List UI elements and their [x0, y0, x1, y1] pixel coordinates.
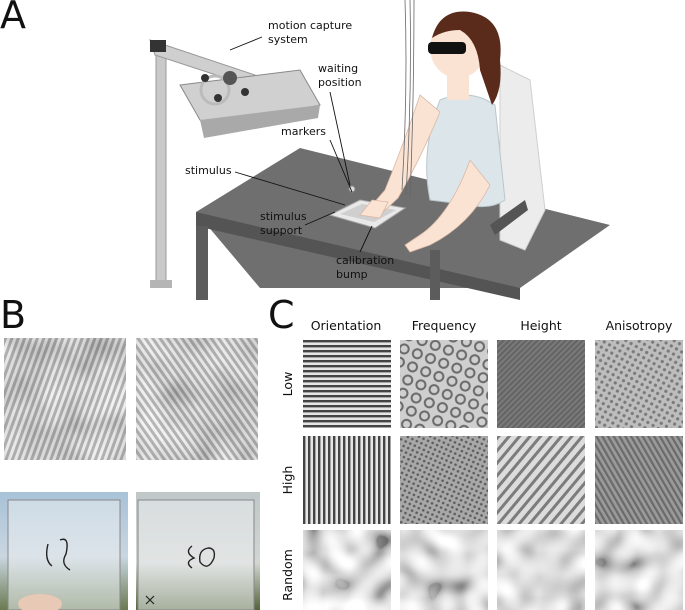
- blindfold: [428, 42, 466, 54]
- row-header-low: Low: [280, 371, 295, 397]
- texture-frequency-random: [400, 530, 488, 610]
- callout-markers: markers: [281, 125, 326, 138]
- hand-on-stimulus: [359, 199, 389, 219]
- panel-a-label: A: [0, 0, 26, 37]
- texture-height-high: [497, 436, 585, 524]
- texture-anisotropy-random: [595, 530, 683, 610]
- texture-anisotropy-low: [595, 340, 683, 428]
- marker-number-1: [45, 538, 71, 571]
- marker-number-2: [187, 545, 216, 569]
- callout-calibration-bump: calibration bump: [336, 254, 395, 281]
- row-header-high: High: [280, 465, 295, 495]
- camera-knob: [223, 71, 237, 85]
- desk-top: [196, 148, 610, 288]
- setup-illustration: [149, 0, 610, 300]
- arm-right: [404, 159, 491, 253]
- panel-c-label: C: [268, 293, 295, 337]
- hair: [432, 11, 501, 105]
- desk-leg-right: [430, 250, 440, 300]
- column-header-anisotropy: Anisotropy: [605, 318, 673, 333]
- column-header-frequency: Frequency: [411, 318, 477, 333]
- texture-frequency-high: [400, 436, 488, 524]
- stimulus-glass-photo-2: [136, 492, 260, 610]
- desk-leg-left: [196, 226, 208, 300]
- texture-orientation-random: [303, 530, 391, 610]
- texture-orientation-high: [303, 436, 391, 524]
- texture-orientation-low: [303, 340, 391, 428]
- camera-bar-edge: [200, 105, 320, 138]
- texture-height-random: [497, 530, 585, 610]
- callout-stimulus: stimulus: [185, 164, 232, 177]
- row-header-random: Random: [280, 549, 295, 601]
- stand-clamp: [150, 40, 166, 52]
- stand-pole: [155, 54, 167, 286]
- stand-base: [150, 280, 172, 288]
- texture-anisotropy-high: [595, 436, 683, 524]
- texture-frequency-low: [400, 340, 488, 428]
- panel-b-label: B: [0, 293, 27, 337]
- stimulus-photo-1: [4, 338, 126, 460]
- chair-back: [499, 64, 546, 251]
- callout-motion-capture: motion capture system: [268, 19, 353, 46]
- neck: [447, 70, 469, 100]
- camera-ring: [199, 74, 231, 106]
- callout-stimulus-support: stimulus support: [260, 210, 307, 237]
- column-header-height: Height: [520, 318, 562, 333]
- callout-waiting-position: waiting position: [318, 62, 362, 89]
- stimulus-photo-2: [136, 338, 258, 460]
- texture-height-low: [497, 340, 585, 428]
- chair-armrest: [490, 200, 528, 235]
- stimulus-glass-photo-1: [0, 492, 128, 610]
- column-header-orientation: Orientation: [310, 318, 382, 333]
